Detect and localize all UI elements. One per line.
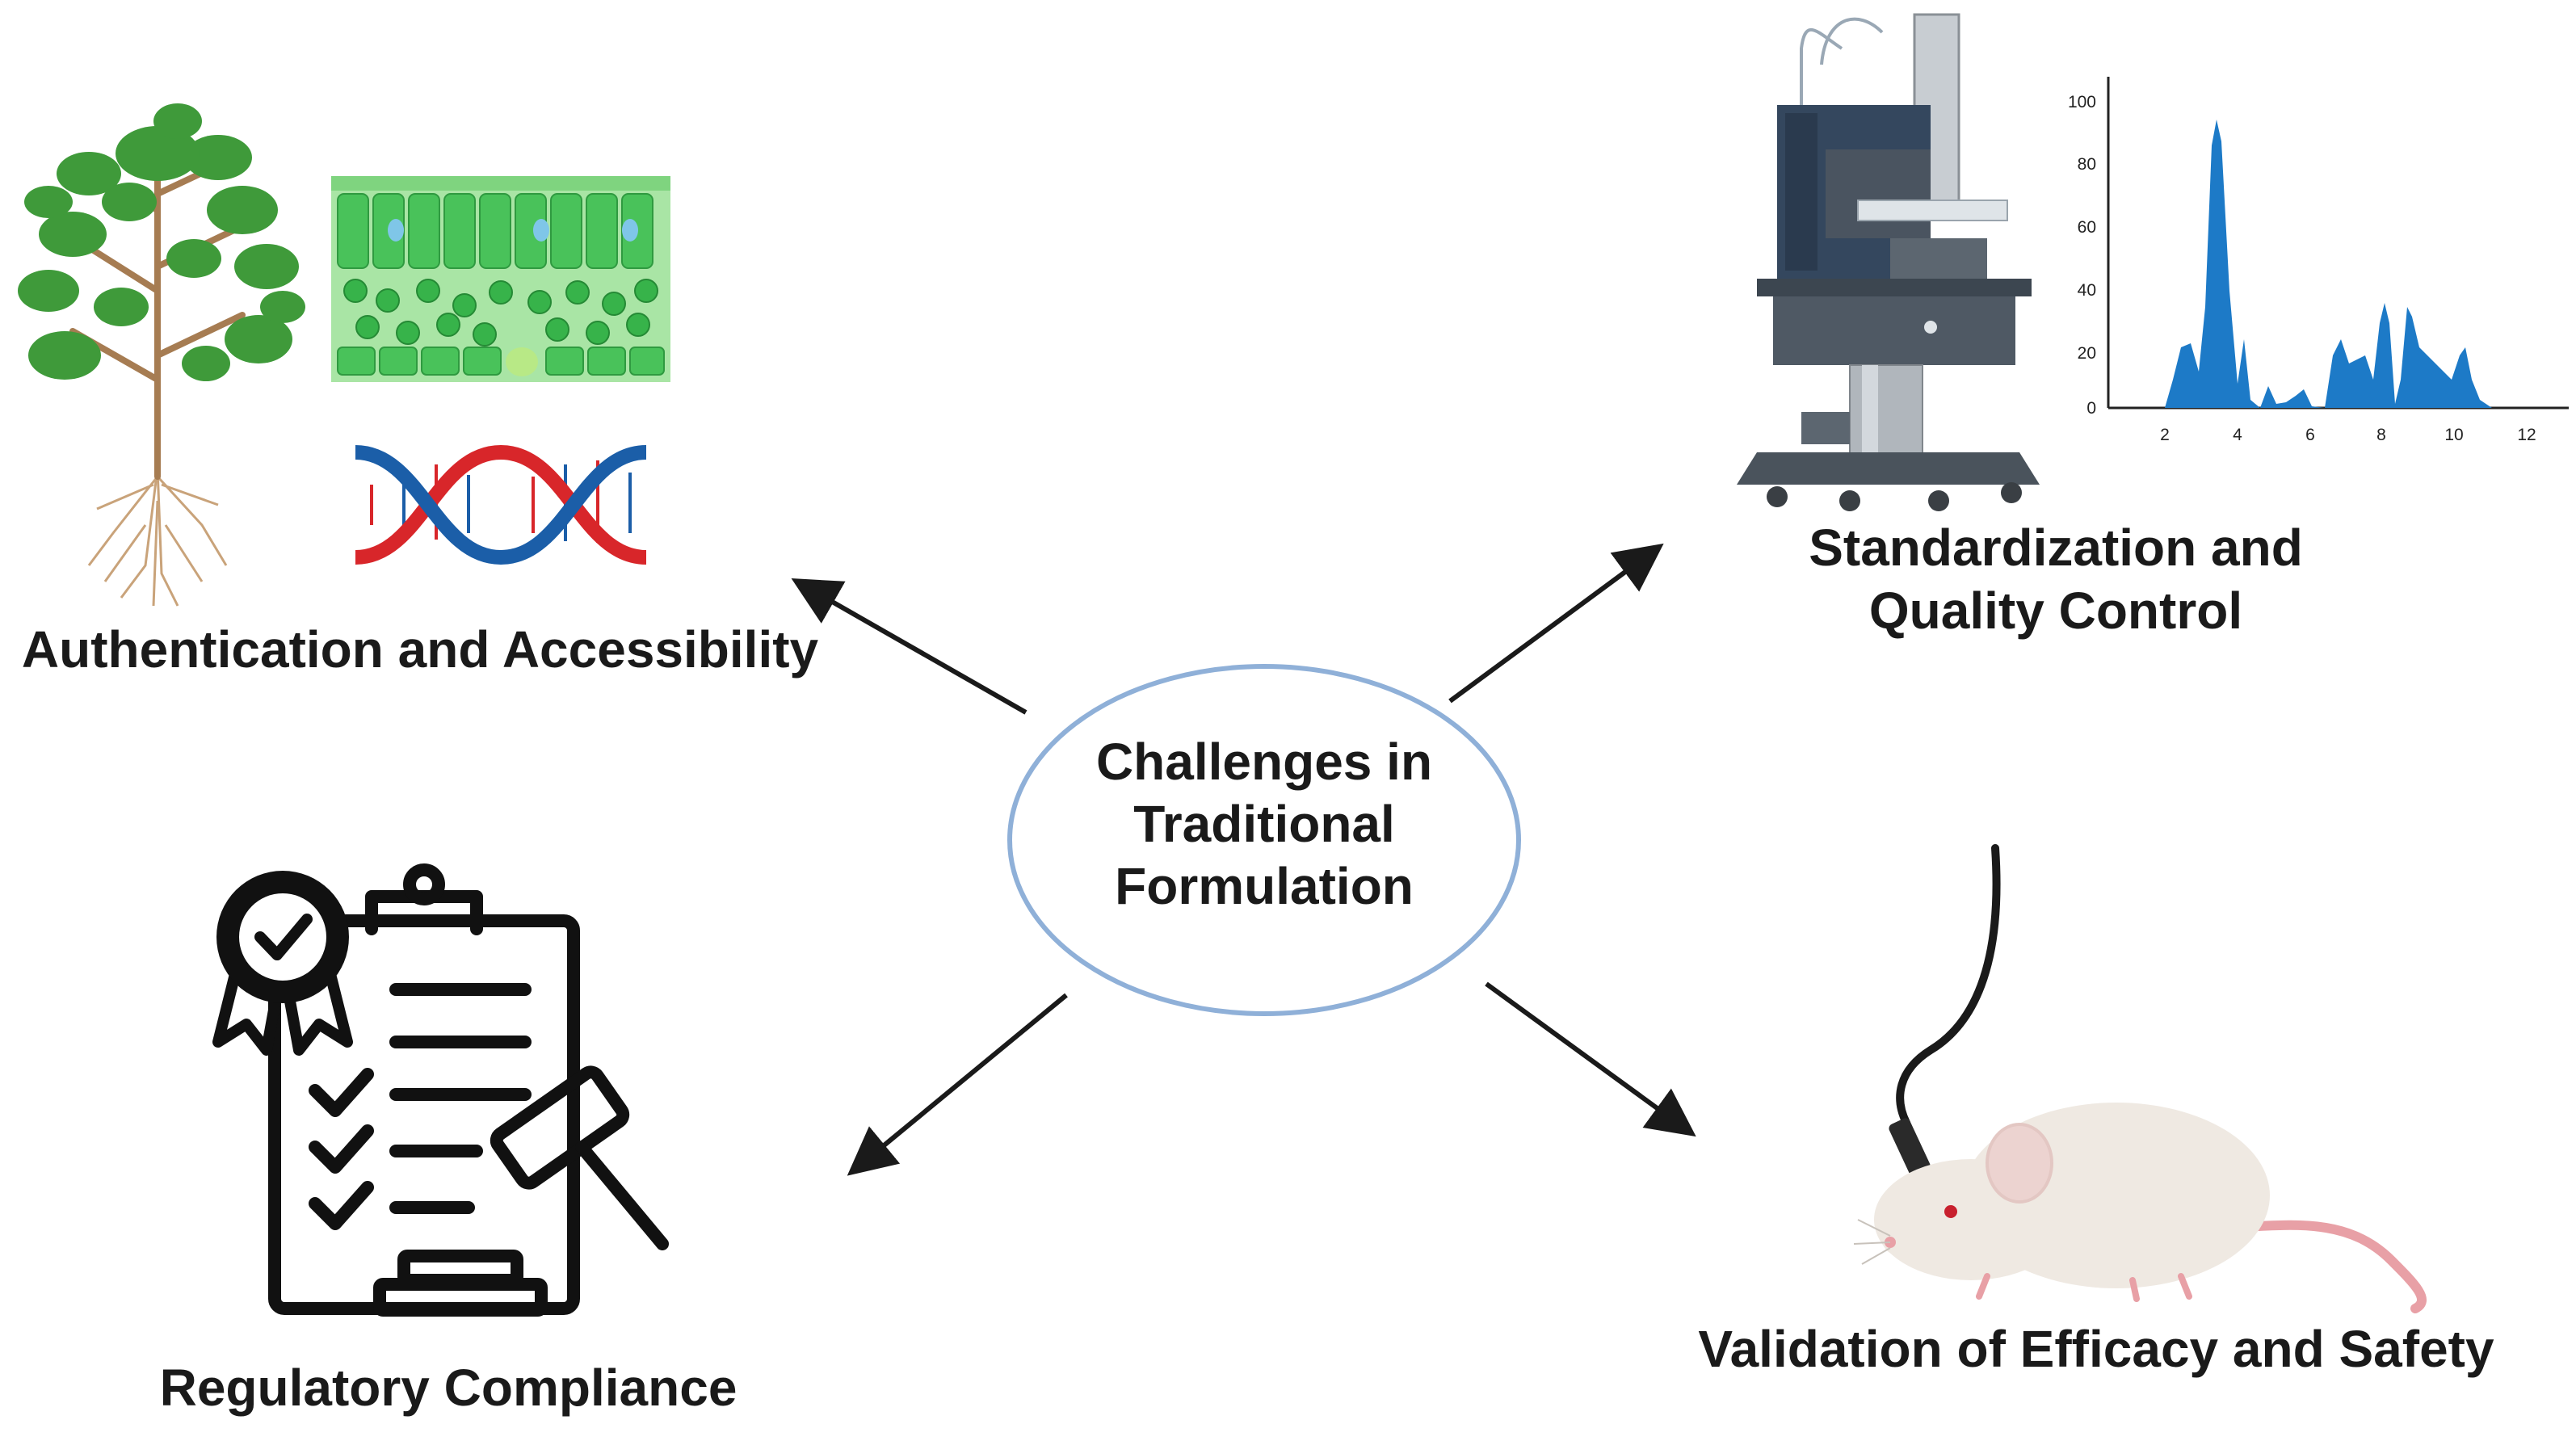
label-validation: Validation of Efficacy and Safety xyxy=(1698,1320,2494,1378)
x-tick: 6 xyxy=(2305,426,2315,444)
x-tick: 10 xyxy=(2444,426,2463,444)
plant-icon xyxy=(18,103,305,607)
arrow-to-authentication xyxy=(791,578,1027,715)
center-line-2: Traditional xyxy=(1133,795,1395,853)
x-tick: 2 xyxy=(2160,426,2170,444)
mouse-icon xyxy=(1853,1103,2427,1313)
x-tick: 8 xyxy=(2376,426,2386,444)
x-tick: 4 xyxy=(2233,426,2242,444)
arrow-to-standardization xyxy=(1448,543,1664,704)
y-tick: 80 xyxy=(2078,155,2096,174)
arrow-to-regulatory xyxy=(847,993,1068,1176)
y-tick: 20 xyxy=(2078,344,2096,363)
y-tick: 40 xyxy=(2078,281,2096,300)
certified-badge-icon xyxy=(212,871,353,1056)
hplc-instrument-icon xyxy=(1737,13,2040,511)
x-tick: 12 xyxy=(2517,426,2536,444)
arrow-to-validation xyxy=(1485,981,1696,1137)
center-line-3: Formulation xyxy=(1115,857,1414,915)
center-line-1: Challenges in xyxy=(1096,733,1432,791)
label-standardization-line2: Quality Control xyxy=(1869,582,2242,640)
y-tick: 0 xyxy=(2086,399,2096,418)
y-tick: 60 xyxy=(2078,218,2096,237)
label-authentication: Authentication and Accessibility xyxy=(22,620,819,678)
probe-cable-icon xyxy=(1889,844,2001,1183)
label-regulatory: Regulatory Compliance xyxy=(160,1359,738,1417)
leaf-cells-icon xyxy=(331,176,670,382)
chromatogram: 100 80 60 40 20 0 2 4 6 8 10 12 xyxy=(2068,77,2569,444)
center-ellipse xyxy=(1007,664,1521,1016)
regulatory-compliance-icon xyxy=(268,863,669,1317)
y-tick: 100 xyxy=(2068,93,2096,111)
label-standardization-line1: Standardization and xyxy=(1809,519,2303,577)
chromatogram-trace xyxy=(2165,120,2492,408)
dna-icon xyxy=(355,444,647,565)
